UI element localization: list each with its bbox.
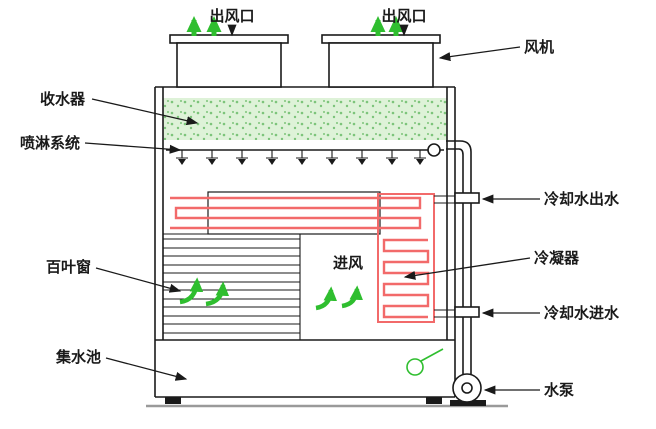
louver-boundary (163, 233, 301, 340)
drift-eliminator-band (163, 98, 447, 140)
riser-pipe-outer (446, 140, 472, 376)
condenser-wall-stubs (434, 195, 463, 318)
outlet-flange (454, 192, 480, 204)
air-in-arrow (315, 286, 338, 311)
fan-housing-right (328, 42, 434, 88)
condenser-coil-box (377, 193, 435, 323)
spray-nozzles (176, 150, 426, 159)
riser-pipe-inner (446, 148, 464, 376)
spray-pipe-joint (427, 143, 441, 157)
inlet-flange (454, 306, 480, 318)
condenser-coil-upper (170, 196, 422, 230)
fan-unit-left (169, 34, 289, 88)
fan-unit-right (321, 34, 441, 88)
leader-water-collector (91, 98, 199, 126)
label-water-pump: 水泵 (544, 381, 574, 399)
pump-base (450, 400, 486, 406)
pump-hub (461, 382, 473, 394)
label-fan: 风机 (524, 38, 554, 56)
label-cooling-water-inlet: 冷却水进水 (544, 304, 620, 322)
air-in-arrow (179, 277, 204, 305)
leader-fan (438, 46, 521, 62)
label-air-outlet-right: 出风口 (381, 7, 426, 25)
label-condenser: 冷凝器 (534, 249, 580, 267)
tower-shell (154, 86, 456, 398)
fan-flange-right (321, 34, 441, 44)
fan-flange-left (169, 34, 289, 44)
air-in-arrow (341, 285, 364, 309)
leader-condenser (403, 257, 531, 280)
label-air-outlet-left: 出风口 (209, 7, 254, 25)
label-cooling-water-outlet: 冷却水出水 (544, 190, 620, 208)
condenser-coil-right (382, 238, 430, 319)
label-water-basin: 集水池 (55, 348, 101, 366)
tower-foot-right (426, 397, 442, 404)
label-louver: 百叶窗 (46, 258, 91, 276)
basin-drain-circle (406, 358, 424, 376)
water-pump (450, 373, 486, 406)
tower-foot-left (165, 397, 181, 404)
louver-slats (163, 238, 300, 334)
fan-housing-left (176, 42, 282, 88)
spray-nozzle-tips (178, 159, 424, 165)
air-in-arrow (205, 281, 230, 307)
label-water-collector: 收水器 (40, 90, 86, 108)
leader-louver (95, 267, 182, 293)
leader-water-basin (105, 357, 188, 381)
label-spray-system: 喷淋系统 (20, 134, 80, 152)
leader-spray-system (84, 142, 182, 154)
basin-drain-line (420, 348, 444, 362)
label-air-inlet: 进风 (333, 255, 363, 272)
